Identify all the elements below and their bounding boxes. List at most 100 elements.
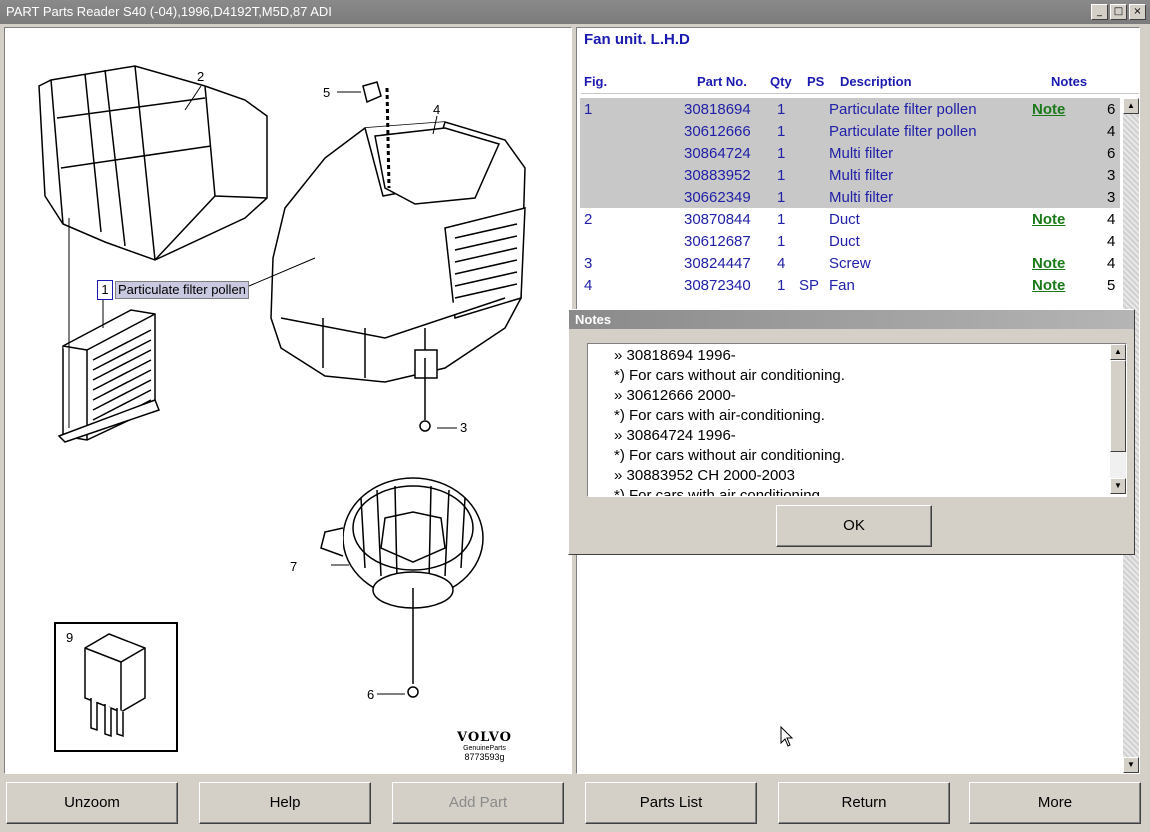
cell-description: Multi filter bbox=[829, 145, 894, 162]
exploded-drawing-panel[interactable]: 2 5 4 3 7 6 9 1 Particulate filter polle… bbox=[4, 27, 572, 774]
header-divider bbox=[581, 93, 1139, 94]
note-line: » 30883952 CH 2000-2003 bbox=[614, 467, 795, 484]
cell-qty: 1 bbox=[777, 277, 786, 294]
ok-button[interactable]: OK bbox=[776, 505, 932, 547]
title-bar: PART Parts Reader S40 (-04),1996,D4192T,… bbox=[0, 0, 1150, 24]
cell-count: 6 bbox=[1107, 145, 1116, 162]
return-button[interactable]: Return bbox=[778, 782, 950, 824]
window-controls: _ □ × bbox=[1091, 4, 1146, 20]
cell-part-no: 30870844 bbox=[684, 211, 751, 228]
clip-part[interactable] bbox=[362, 81, 391, 189]
notes-scroll-up-icon[interactable]: ▲ bbox=[1110, 344, 1126, 360]
unzoom-button[interactable]: Unzoom bbox=[6, 782, 178, 824]
header-description: Description bbox=[840, 74, 912, 89]
header-ps: PS bbox=[807, 74, 825, 89]
table-row[interactable]: 30662349 1 Multi filter 3 bbox=[580, 186, 1120, 208]
notes-lines: » 30818694 1996- *) For cars without air… bbox=[614, 346, 845, 497]
mouse-cursor-icon bbox=[780, 726, 794, 747]
notes-scroll-down-icon[interactable]: ▼ bbox=[1110, 478, 1126, 494]
table-row[interactable]: 30864724 1 Multi filter 6 bbox=[580, 142, 1120, 164]
cell-qty: 1 bbox=[777, 167, 786, 184]
cell-description: Multi filter bbox=[829, 189, 894, 206]
cell-description: Duct bbox=[829, 233, 860, 250]
notes-text-area[interactable]: » 30818694 1996- *) For cars without air… bbox=[587, 343, 1127, 497]
note-link[interactable]: Note bbox=[1032, 101, 1066, 118]
cell-fig: 1 bbox=[584, 101, 593, 118]
note-line: *) For cars with air conditioning. bbox=[614, 487, 825, 497]
scroll-down-icon[interactable]: ▼ bbox=[1123, 757, 1139, 773]
cell-fig: 3 bbox=[584, 255, 593, 272]
cell-description: Duct bbox=[829, 211, 860, 228]
parts-list-button[interactable]: Parts List bbox=[585, 782, 757, 824]
callout-tooltip: Particulate filter pollen bbox=[115, 281, 249, 299]
callout-label-5: 5 bbox=[323, 85, 330, 100]
cell-count: 3 bbox=[1107, 167, 1116, 184]
note-line: *) For cars without air conditioning. bbox=[614, 447, 845, 464]
cell-part-no: 30612687 bbox=[684, 233, 751, 250]
note-line: *) For cars with air-conditioning. bbox=[614, 407, 825, 424]
scroll-up-icon[interactable]: ▲ bbox=[1123, 98, 1139, 114]
help-button[interactable]: Help bbox=[199, 782, 371, 824]
parts-table: 1 30818694 1 Particulate filter pollen N… bbox=[580, 98, 1120, 296]
duct-part[interactable] bbox=[38, 65, 268, 261]
cell-fig: 4 bbox=[584, 277, 593, 294]
callout-label-2: 2 bbox=[197, 69, 204, 84]
cell-description: Particulate filter pollen bbox=[829, 123, 977, 140]
notes-scrollbar[interactable]: ▲ ▼ bbox=[1110, 344, 1126, 494]
screw-part-3[interactable] bbox=[419, 358, 431, 432]
header-notes: Notes bbox=[1051, 74, 1088, 89]
blower-wheel-part[interactable] bbox=[320, 477, 484, 609]
callout-label-7: 7 bbox=[290, 559, 297, 574]
relay-inset[interactable] bbox=[54, 622, 178, 752]
cell-count: 4 bbox=[1107, 123, 1116, 140]
maximize-button[interactable]: □ bbox=[1110, 4, 1127, 20]
cell-qty: 1 bbox=[777, 145, 786, 162]
drawing-code: 8773593g bbox=[464, 752, 505, 762]
cell-count: 4 bbox=[1107, 233, 1116, 250]
table-row[interactable]: 30612687 1 Duct 4 bbox=[580, 230, 1120, 252]
note-line: » 30864724 1996- bbox=[614, 427, 736, 444]
cell-ps: SP bbox=[799, 277, 820, 294]
cell-description: Multi filter bbox=[829, 167, 894, 184]
cell-description: Fan bbox=[829, 277, 855, 294]
screw-part-6[interactable] bbox=[407, 588, 419, 698]
cell-part-no: 30864724 bbox=[684, 145, 751, 162]
cell-part-no: 30818694 bbox=[684, 101, 751, 118]
cell-count: 3 bbox=[1107, 189, 1116, 206]
cell-qty: 4 bbox=[777, 255, 786, 272]
callout-label-4: 4 bbox=[433, 102, 440, 117]
fan-housing-part[interactable] bbox=[270, 121, 526, 383]
close-button[interactable]: × bbox=[1129, 4, 1146, 20]
minimize-button[interactable]: _ bbox=[1091, 4, 1108, 20]
logo-subtitle: GenuineParts bbox=[463, 745, 506, 752]
cell-qty: 1 bbox=[777, 123, 786, 140]
cell-fig: 2 bbox=[584, 211, 593, 228]
note-link[interactable]: Note bbox=[1032, 211, 1066, 228]
cell-qty: 1 bbox=[777, 189, 786, 206]
cell-count: 4 bbox=[1107, 211, 1116, 228]
notes-scroll-thumb[interactable] bbox=[1110, 360, 1126, 452]
note-line: » 30818694 1996- bbox=[614, 347, 736, 364]
cell-count: 5 bbox=[1107, 277, 1116, 294]
table-row[interactable]: 3 30824447 4 Screw Note 4 bbox=[580, 252, 1120, 274]
callout-label-3: 3 bbox=[460, 420, 467, 435]
table-row[interactable]: 4 30872340 1 SP Fan Note 5 bbox=[580, 274, 1120, 296]
header-fig: Fig. bbox=[584, 74, 608, 89]
note-link[interactable]: Note bbox=[1032, 277, 1066, 294]
notes-dialog-title: Notes bbox=[569, 310, 1134, 329]
cell-qty: 1 bbox=[777, 101, 786, 118]
note-line: » 30612666 2000- bbox=[614, 387, 736, 404]
table-row[interactable]: 2 30870844 1 Duct Note 4 bbox=[580, 208, 1120, 230]
notes-dialog: Notes » 30818694 1996- *) For cars witho… bbox=[568, 309, 1135, 555]
note-link[interactable]: Note bbox=[1032, 255, 1066, 272]
pollen-filter-part[interactable] bbox=[57, 309, 160, 443]
add-part-button[interactable]: Add Part bbox=[392, 782, 564, 824]
table-row[interactable]: 30883952 1 Multi filter 3 bbox=[580, 164, 1120, 186]
header-qty: Qty bbox=[770, 74, 792, 89]
more-button[interactable]: More bbox=[969, 782, 1141, 824]
cell-count: 4 bbox=[1107, 255, 1116, 272]
cell-part-no: 30612666 bbox=[684, 123, 751, 140]
table-row[interactable]: 1 30818694 1 Particulate filter pollen N… bbox=[580, 98, 1120, 120]
cell-part-no: 30662349 bbox=[684, 189, 751, 206]
table-row[interactable]: 30612666 1 Particulate filter pollen 4 bbox=[580, 120, 1120, 142]
